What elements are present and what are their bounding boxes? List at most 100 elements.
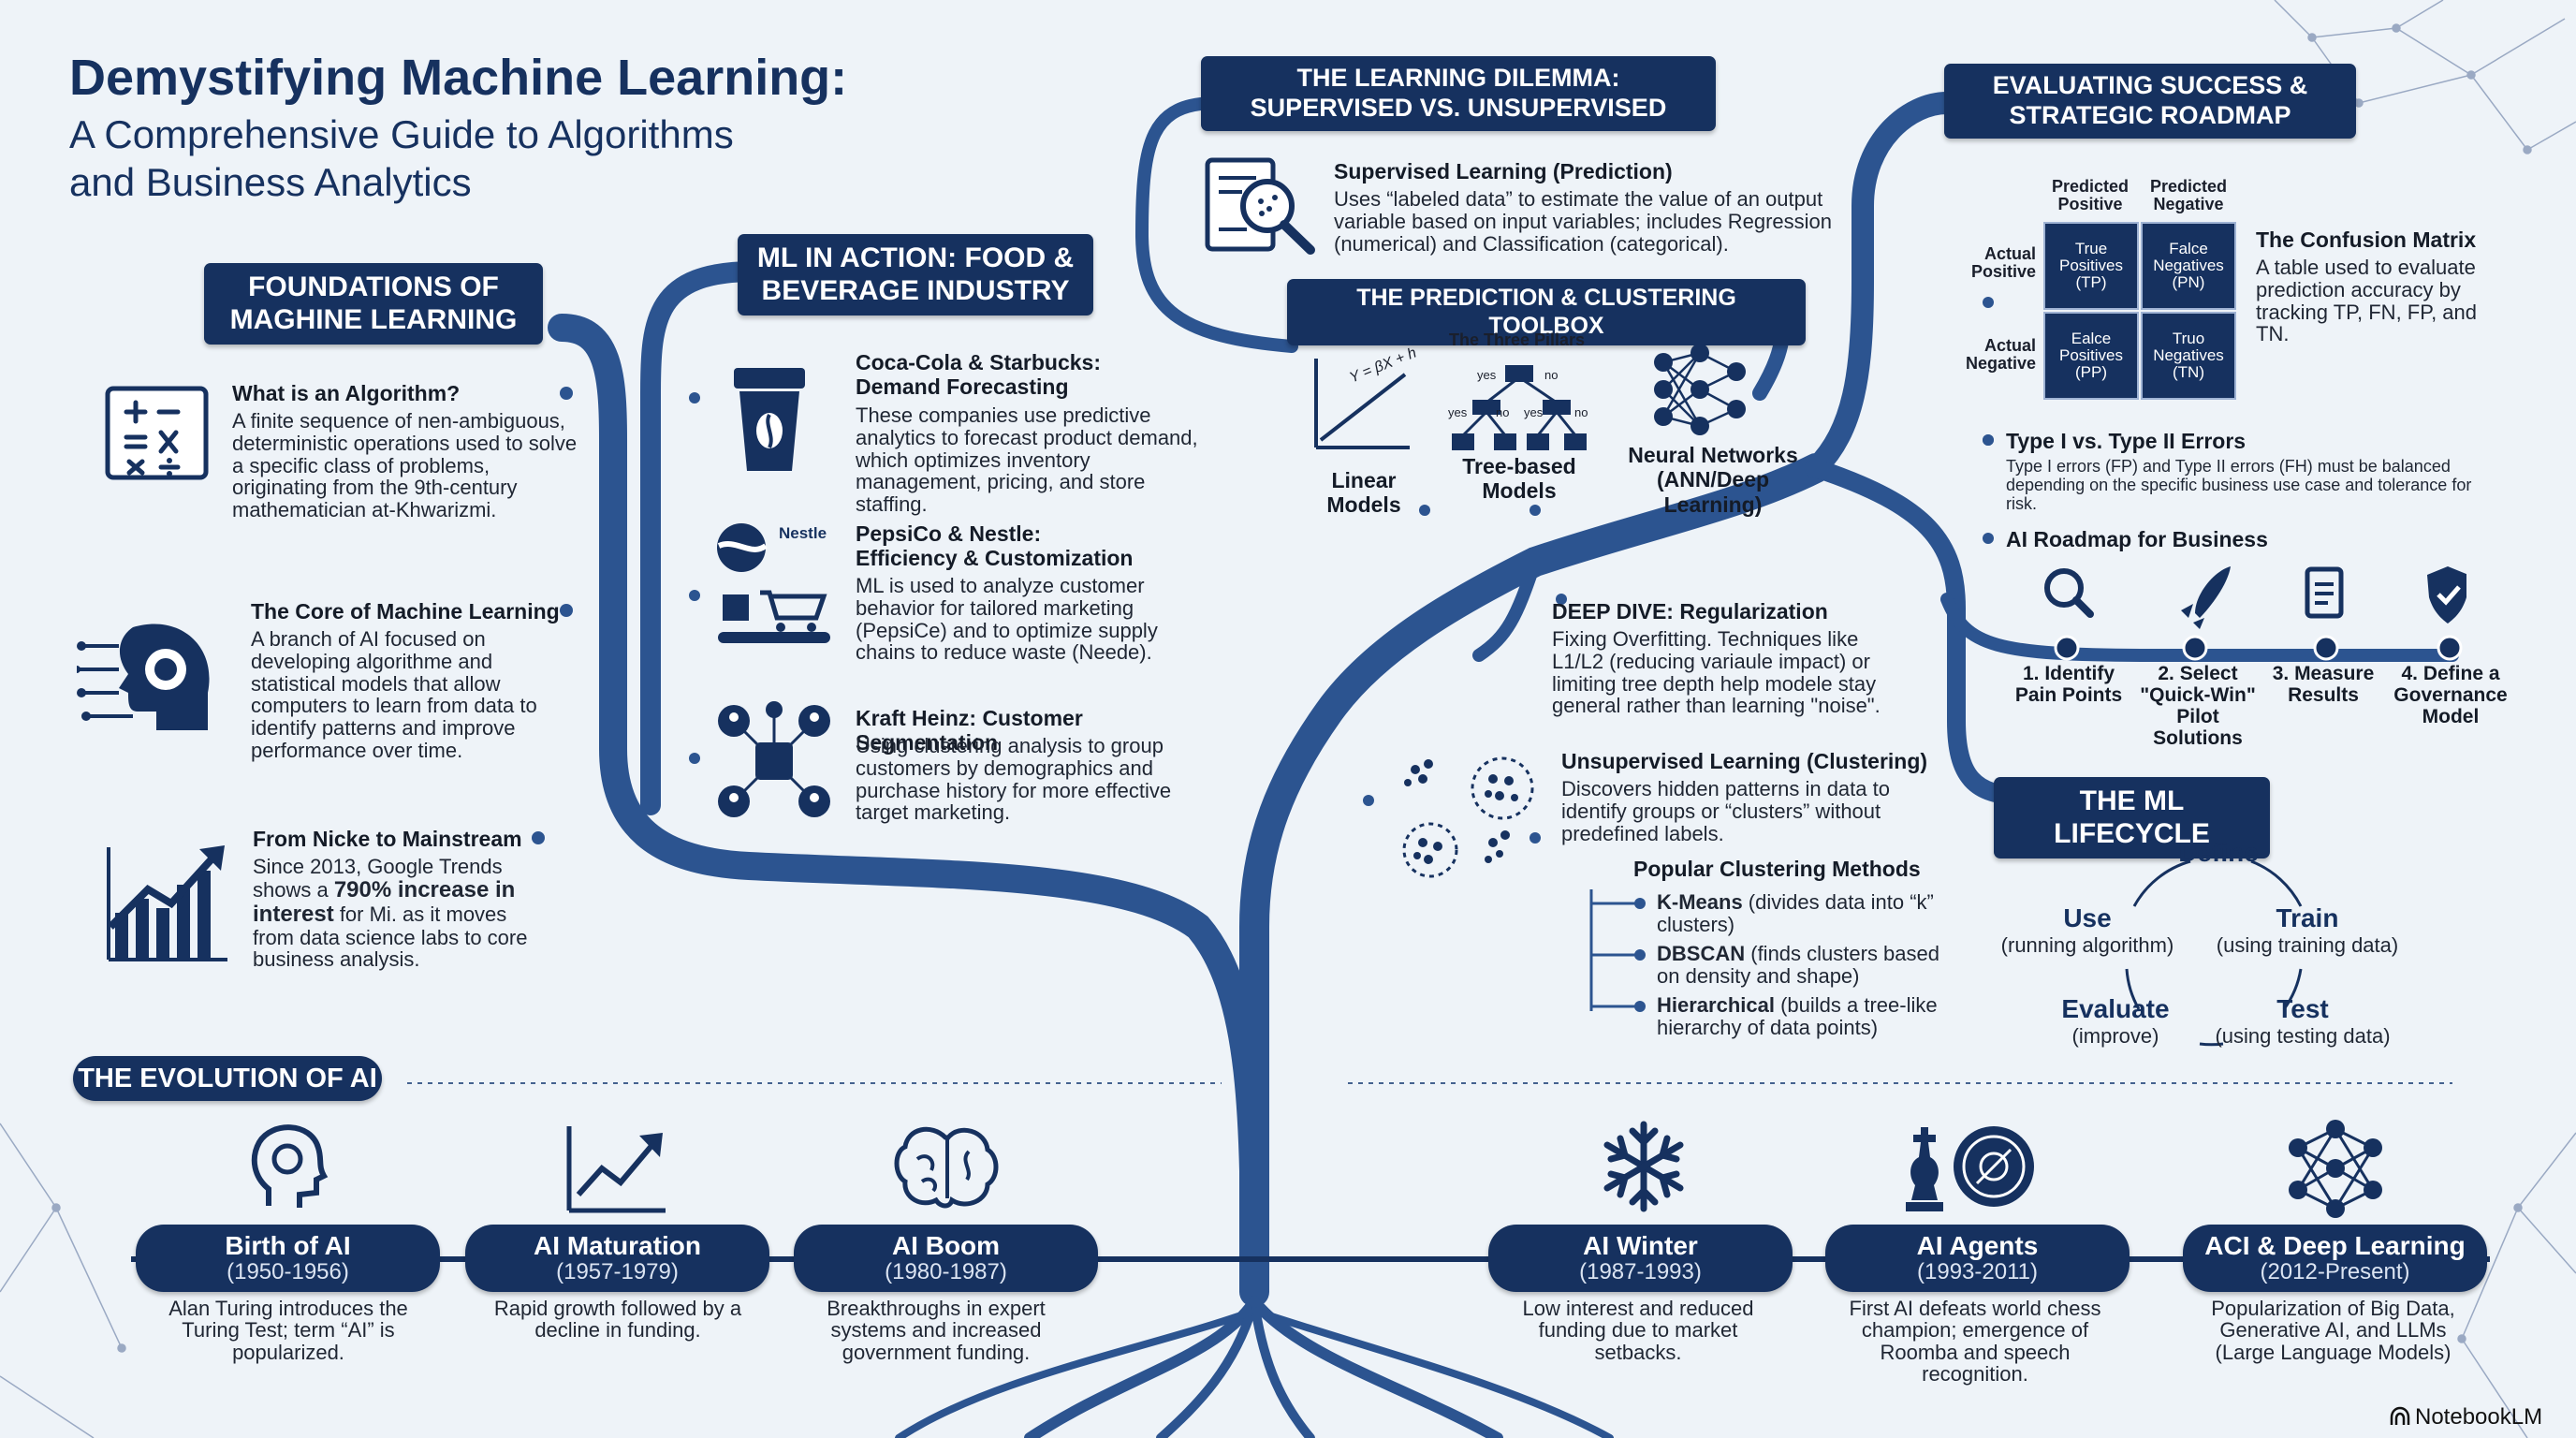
trend-chart-icon — [566, 1126, 666, 1213]
segmentation-icon — [718, 701, 830, 817]
supervised-body: Uses “labeled data” to estimate the valu… — [1334, 187, 1832, 256]
brand-label: NotebookLM — [2415, 1404, 2543, 1430]
cm-false-positives: Ealce Positives (PP) — [2043, 312, 2139, 400]
kraft-heinz-body: Using clustering analysis to group custo… — [856, 734, 1172, 825]
brain-icon — [894, 1126, 999, 1209]
linear-model-icon — [1314, 359, 1410, 449]
linear-models-label: Linear Models — [1326, 468, 1401, 518]
lifecycle-train: Train(using training data) — [2216, 903, 2399, 957]
pepsico-nestle-title: PepsiCo & Nestle: Efficiency & Customiza… — [856, 521, 1134, 571]
roadmap-timeline — [2054, 635, 2463, 661]
tree-models-label: Tree-based Models — [1462, 454, 1576, 504]
era-maturation-desc: Rapid growth followed by a decline in fu… — [493, 1297, 742, 1343]
magnifier-document-icon — [1205, 157, 1315, 255]
decision-tree-icon — [1452, 365, 1587, 450]
lifecycle-define: Define — [2178, 838, 2259, 867]
kraft-heinz-title: Kraft Heinz: Customer Segmentation — [856, 706, 1083, 756]
cm-false-negatives: Falce Negatives (PN) — [2141, 222, 2236, 310]
deep-dive-title: DEEP DIVE: Regularization — [1552, 599, 1828, 624]
era-birth-desc: Alan Turing introduces the Turing Test; … — [168, 1297, 408, 1364]
unsupervised-title: Unsupervised Learning (Clustering) — [1561, 749, 1928, 773]
tree-label-yes-2: yes — [1448, 405, 1468, 419]
three-pillars-label: The Three Pillars — [1449, 330, 1586, 349]
core-ml-title: The Core of Machine Learning — [251, 599, 560, 624]
clusters-icon — [1402, 756, 1534, 878]
lifecycle-evaluate: Evaluate(improve) — [2061, 994, 2170, 1048]
type-errors-title: Type I vs. Type II Errors — [2006, 429, 2247, 453]
era-winter-desc: Low interest and reduced funding due to … — [1522, 1297, 1754, 1364]
core-ml-body: A branch of AI focused on developing alg… — [251, 627, 537, 762]
roadmap-step-3: 3. Measure Results — [2272, 663, 2375, 707]
confusion-matrix-body: A table used to evaluate prediction accu… — [2256, 256, 2478, 346]
era-deep-learning: ACI & Deep Learning(2012-Present) — [2183, 1225, 2487, 1293]
era-ai-agents: AI Agents(1993-2011) — [1825, 1225, 2130, 1293]
era-deep-learning-desc: Popularization of Big Data, Generative A… — [2211, 1297, 2455, 1364]
era-birth-of-ai: Birth of AI(1950-1956) — [136, 1225, 440, 1293]
confusion-matrix-title: The Confusion Matrix — [2256, 227, 2477, 252]
supervised-title: Supervised Learning (Prediction) — [1334, 159, 1673, 183]
era-boom-desc: Breakthroughs in expert systems and incr… — [827, 1297, 1046, 1364]
era-ai-winter: AI Winter(1987-1993) — [1488, 1225, 1793, 1293]
coca-cola-starbucks-title: Coca-Cola & Starbucks: Demand Forecastin… — [856, 350, 1102, 400]
algorithm-scroll-icon — [105, 386, 209, 480]
snowflake-icon — [1603, 1121, 1684, 1212]
toolbox-header: THE PREDICTION & CLUSTERING TOOLBOX — [1287, 279, 1806, 345]
lifecycle-use: Use(running algorithm) — [2000, 903, 2174, 957]
ai-head-icon — [77, 624, 210, 730]
page-title: Demystifying Machine Learning: — [69, 50, 848, 106]
pepsi-nestle-logistics-icon — [717, 523, 830, 643]
algorithm-title: What is an Algorithm? — [232, 381, 461, 405]
lifecycle-cycle — [2125, 859, 2303, 1047]
method-hierarchical: Hierarchical (builds a tree-like hierarc… — [1657, 993, 1938, 1039]
network-icon — [2289, 1120, 2382, 1218]
evaluating-header: EVALUATING SUCCESS & STRATEGIC ROADMAP — [1944, 64, 2356, 139]
unsupervised-body: Discovers hidden patterns in data to ide… — [1561, 777, 1890, 845]
method-dbscan: DBSCAN (finds clusters based on density … — [1657, 942, 1939, 988]
type-errors-body: Type I errors (FP) and Type II errors (F… — [2006, 457, 2472, 513]
neural-networks-label: Neural Networks (ANN/Deep Learning) — [1628, 443, 1798, 517]
roadmap-step-2: 2. Select "Quick-Win" Pilot Solutions — [2140, 663, 2256, 750]
era-ai-maturation: AI Maturation(1957-1979) — [465, 1225, 769, 1293]
clustering-methods-title: Popular Clustering Methods — [1633, 857, 1921, 881]
lifecycle-test: Test(using testing data) — [2215, 994, 2391, 1048]
roadmap-title: AI Roadmap for Business — [2006, 527, 2268, 551]
coffee-cup-icon — [734, 368, 805, 471]
foundations-header: FOUNDATIONS OF MAGHINE LEARNING — [204, 263, 543, 345]
neural-network-icon — [1654, 344, 1746, 435]
cm-row-header-negative: Actual Negative — [1965, 336, 2036, 374]
page-subtitle: A Comprehensive Guide to Algorithms and … — [69, 112, 734, 205]
notebooklm-logo-icon — [2390, 1406, 2410, 1425]
cm-col-header-positive: Predicted Positive — [2051, 177, 2130, 213]
tree-label-yes: yes — [1477, 368, 1497, 382]
era-ai-boom: AI Boom(1980-1987) — [794, 1225, 1098, 1293]
evolution-header: THE EVOLUTION OF AI — [73, 1056, 382, 1102]
cm-row-header-positive: Actual Positive — [1970, 244, 2036, 282]
tree-label-no-3: no — [1574, 405, 1588, 419]
head-profile-icon — [251, 1124, 329, 1208]
roadmap-step-1: 1. Identify Pain Points — [2014, 663, 2123, 707]
learning-dilemma-header: THE LEARNING DILEMMA: SUPERVISED VS. UNS… — [1201, 56, 1716, 131]
chess-robot-icon — [1906, 1126, 2034, 1211]
lifecycle-header: THE ML LIFECYCLE — [1994, 777, 2270, 858]
cm-true-negatives: Truo Negatives (TN) — [2141, 312, 2236, 400]
algorithm-body: A finite sequence of nen-ambiguous, dete… — [232, 409, 578, 521]
tree-label-yes-3: yes — [1524, 405, 1544, 419]
cm-true-positives: True Positives (TP) — [2043, 222, 2139, 310]
era-agents-desc: First AI defeats world chess champion; e… — [1849, 1297, 2101, 1386]
pepsico-nestle-body: ML is used to analyze customer behavior … — [856, 574, 1158, 665]
nestle-logo-text: Nestle — [779, 524, 827, 542]
method-kmeans: K-Means (divides data into “k” clusters) — [1657, 890, 1934, 936]
niche-mainstream-title: From Nicke to Mainstream — [253, 827, 522, 851]
niche-mainstream-body: Since 2013, Google Trends shows a 790% i… — [253, 855, 528, 972]
ml-in-action-header: ML IN ACTION: FOOD & BEVERAGE INDUSTRY — [738, 234, 1093, 315]
tree-label-no: no — [1544, 368, 1559, 382]
deep-dive-body: Fixing Overfitting. Techniques like L1/L… — [1552, 627, 1881, 718]
growth-chart-icon — [107, 845, 227, 961]
roadmap-step-4: 4. Define a Governance Model — [2393, 663, 2508, 728]
cm-col-header-negative: Predicted Negative — [2149, 177, 2228, 213]
roadmap-icons — [2044, 566, 2466, 629]
tree-label-no-2: no — [1496, 405, 1510, 419]
coca-cola-starbucks-body: These companies use predictive analytics… — [856, 404, 1198, 516]
